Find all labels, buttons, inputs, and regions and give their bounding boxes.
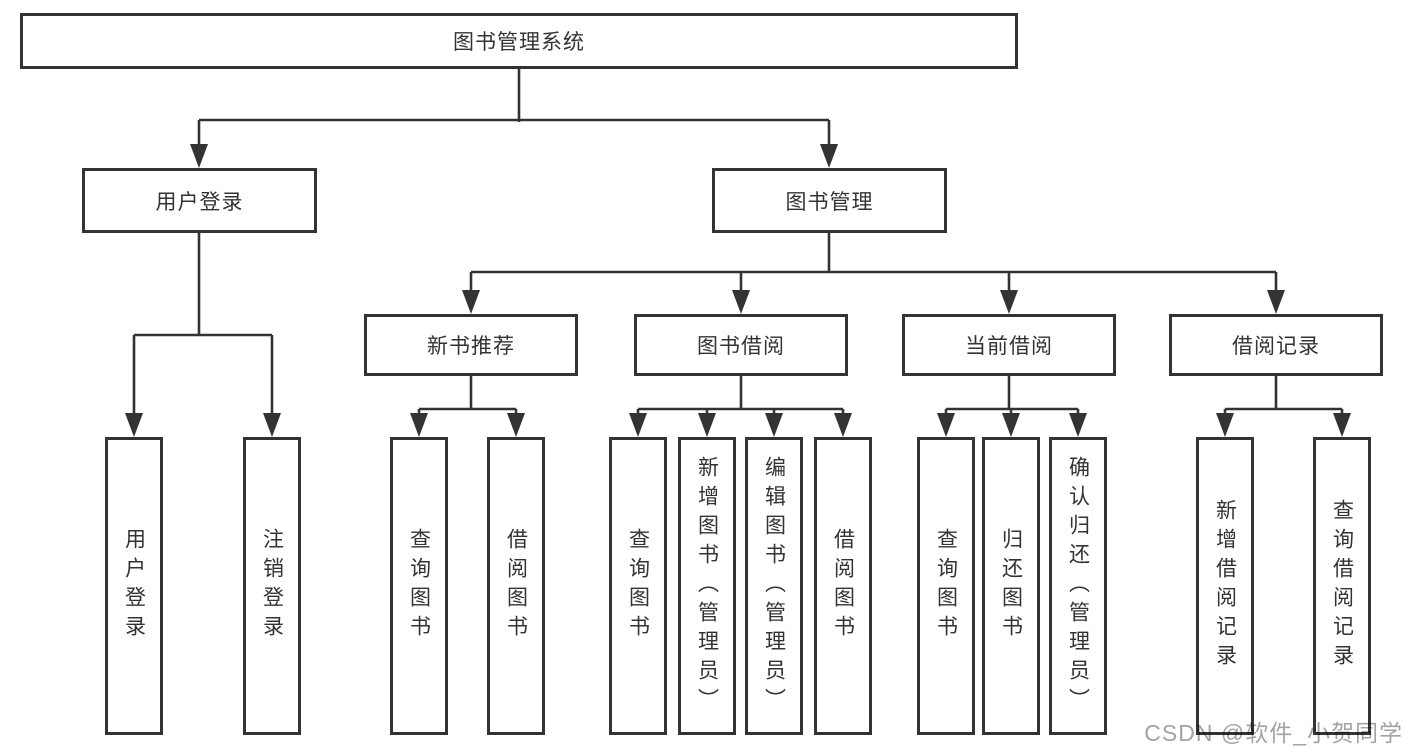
leaf-borrow-books: 借阅图书: [814, 437, 872, 735]
leaf-query-borrow-record: 查询借阅记录: [1313, 437, 1371, 735]
node-new-book-recommend: 新书推荐: [364, 314, 578, 376]
leaf-return-books: 归还图书: [982, 437, 1040, 735]
node-book-borrow: 图书借阅: [634, 314, 848, 376]
leaf-logout: 注销登录: [243, 437, 301, 735]
node-user-login: 用户登录: [82, 168, 317, 233]
leaf-query-books-recommend: 查询图书: [390, 437, 448, 735]
node-library-system: 图书管理系统: [20, 13, 1018, 69]
leaf-query-books-borrow: 查询图书: [609, 437, 667, 735]
csdn-watermark: CSDN @软件_小贺同学: [1144, 720, 1403, 746]
leaf-add-books-admin: 新增图书（管理员）: [678, 437, 736, 735]
leaf-query-books-current: 查询图书: [917, 437, 975, 735]
leaf-add-borrow-record: 新增借阅记录: [1196, 437, 1254, 735]
node-book-management: 图书管理: [712, 168, 947, 233]
leaf-confirm-return-admin: 确认归还（管理员）: [1049, 437, 1107, 735]
leaf-user-login: 用户登录: [105, 437, 163, 735]
node-borrow-records: 借阅记录: [1169, 314, 1383, 376]
leaf-borrow-books-recommend: 借阅图书: [487, 437, 545, 735]
leaf-edit-books-admin: 编辑图书（管理员）: [745, 437, 803, 735]
node-current-borrow: 当前借阅: [902, 314, 1116, 376]
